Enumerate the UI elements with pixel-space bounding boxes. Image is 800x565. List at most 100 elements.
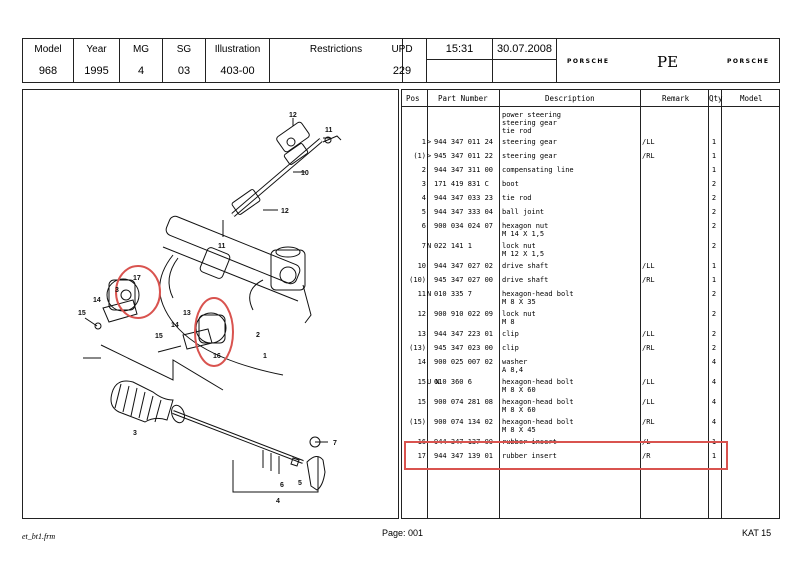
diagram-label: 11 xyxy=(325,127,333,134)
sg-cell: SG 03 xyxy=(163,39,206,82)
right-clip-assembly xyxy=(157,312,227,353)
header-bar: Model 968 Year 1995 MG 4 SG 03 Illustrat… xyxy=(22,38,780,83)
row-description: lock nut xyxy=(502,242,536,250)
row-remark: /RL xyxy=(642,418,655,426)
leader-lines xyxy=(83,118,331,493)
diagram-label: 6 xyxy=(280,482,284,489)
row-description: tie rod xyxy=(502,194,532,202)
row-pos: 13 xyxy=(417,330,426,338)
mg-label: MG xyxy=(132,44,150,55)
diagram-label: 15 xyxy=(155,333,163,340)
row-part-number: 944 347 011 24 xyxy=(434,138,494,146)
row-part-number: 900 074 134 02 xyxy=(434,418,494,426)
row-part-number: 900 034 024 07 xyxy=(434,222,494,230)
restrictions-label: Restrictions xyxy=(309,44,363,55)
model-label: Model xyxy=(34,44,62,55)
diagram-label: 3 xyxy=(133,430,137,437)
diagram-label: 7 xyxy=(333,440,337,447)
row-description: clip xyxy=(502,344,519,352)
illustration-value: 403-00 xyxy=(220,65,255,77)
row-description: hexagon-head bolt xyxy=(502,290,574,298)
sg-label: SG xyxy=(176,44,192,55)
brand-cell: PORSCHE PE PORSCHE xyxy=(557,39,781,82)
row-pos: (13) xyxy=(409,344,426,352)
footer-file: et_bt1.frm xyxy=(22,532,56,541)
diagram-label: 10 xyxy=(301,170,309,177)
col-header-model: Model xyxy=(740,94,763,103)
row-part-number: 944 347 333 04 xyxy=(434,208,494,216)
col-divider xyxy=(640,90,641,518)
footer-kat: KAT 15 xyxy=(742,528,772,538)
illustration-label: Illustration xyxy=(214,44,261,55)
row-qty: 2 xyxy=(711,242,717,250)
row-pos: 11 xyxy=(417,290,426,298)
row-pos: 1 xyxy=(421,138,426,146)
date-divider xyxy=(493,59,556,60)
row-pos: 7 xyxy=(421,242,426,250)
row-pos: 14 xyxy=(417,358,426,366)
left-clip-assembly xyxy=(84,278,140,330)
row-description: ball joint xyxy=(502,208,545,216)
illustration-panel: 1 2 3 3 4 5 6 7 10 11 11 12 12 13 14 14 … xyxy=(22,89,399,519)
row-description: M 14 X 1,5 xyxy=(502,230,545,238)
row-pos: 2 xyxy=(421,166,426,174)
row-remark: /LL xyxy=(642,378,655,386)
row-description: M 8 X 60 xyxy=(502,386,536,394)
row-remark: /LL xyxy=(642,330,655,338)
row-pos: 17 xyxy=(417,452,426,460)
row-pos: 6 xyxy=(421,222,426,230)
row-qty: 1 xyxy=(711,152,717,160)
diagram-label: 14 xyxy=(93,297,101,304)
row-flag: > xyxy=(427,152,432,160)
col-header-qty: Qty xyxy=(709,94,723,103)
row-pos: 4 xyxy=(421,194,426,202)
row-part-number: 171 419 831 C xyxy=(434,180,489,188)
row-description: steering gear xyxy=(502,152,557,160)
diagram-label: 3 xyxy=(115,287,119,294)
row-qty: 2 xyxy=(711,344,717,352)
upd-value: 229 xyxy=(392,65,412,77)
row-description: compensating line xyxy=(502,166,574,174)
row-description: M 8 X 45 xyxy=(502,426,536,434)
porsche-logo-left: PORSCHE xyxy=(567,58,610,65)
col-divider xyxy=(708,90,709,518)
diagram-label: 13 xyxy=(183,310,191,317)
row-pos: 5 xyxy=(421,208,426,216)
diagram-label: 5 xyxy=(298,480,302,487)
row-qty: 1 xyxy=(711,262,717,270)
time-value: 15:31 xyxy=(445,43,474,55)
row-qty: 4 xyxy=(711,358,717,366)
model-cell: Model 968 xyxy=(23,39,74,82)
col-divider xyxy=(499,90,500,518)
row-description: A 8,4 xyxy=(502,366,524,374)
col-header-part: Part Number xyxy=(438,94,488,103)
mg-value: 4 xyxy=(137,65,145,77)
row-remark: /RL xyxy=(642,152,655,160)
col-header-pos: Pos xyxy=(406,94,420,103)
row-part-number: 944 347 027 02 xyxy=(434,262,494,270)
row-description: drive shaft xyxy=(502,276,549,284)
row-qty: 1 xyxy=(711,138,717,146)
row-flag: N xyxy=(427,242,432,250)
header-divider xyxy=(402,106,779,107)
diagram-label: 11 xyxy=(218,243,226,250)
row-pos: 12 xyxy=(417,310,426,318)
row-description: hexagon-head bolt xyxy=(502,418,574,426)
parts-table: Pos Part Number Description Remark Qty M… xyxy=(401,89,780,519)
diagram-label: 16 xyxy=(213,353,221,360)
boot xyxy=(110,380,174,423)
row-flag: N xyxy=(427,290,432,298)
diagram-label: 15 xyxy=(78,310,86,317)
row-qty: 1 xyxy=(711,452,717,460)
row-qty: 2 xyxy=(711,310,717,318)
col-divider xyxy=(427,90,428,518)
tie-rod xyxy=(171,404,326,491)
diagram-label: 2 xyxy=(256,332,260,339)
upd-cell: UPD 229 xyxy=(378,39,427,82)
row-part-number: 010 335 7 xyxy=(434,290,472,298)
row-pos: 15 xyxy=(417,398,426,406)
model-value: 968 xyxy=(38,65,58,77)
time-cell: 15:31 xyxy=(427,39,493,82)
year-cell: Year 1995 xyxy=(74,39,120,82)
row-qty: 2 xyxy=(711,180,717,188)
